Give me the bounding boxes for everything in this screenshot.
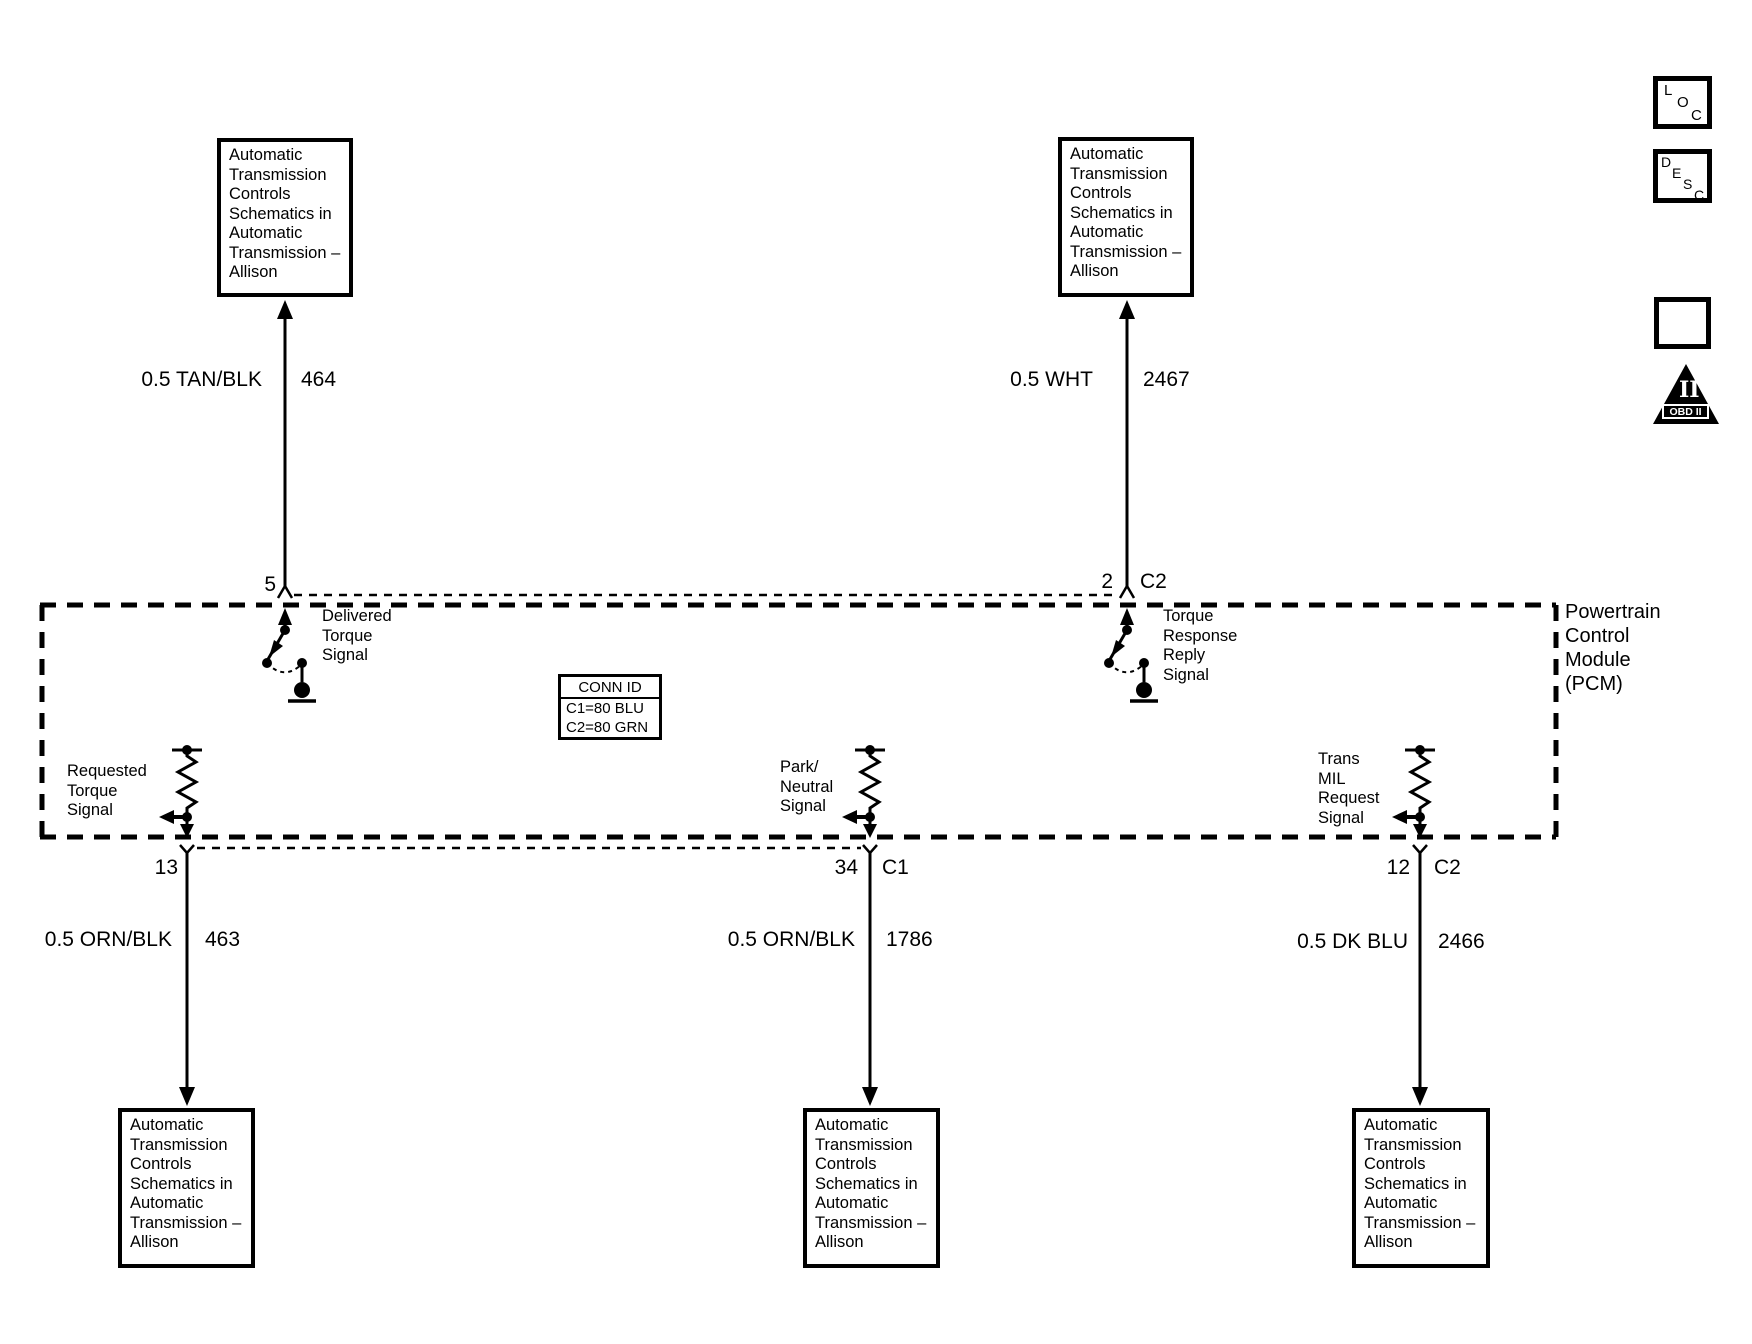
obd2-icon[interactable]: II OBD II <box>1653 364 1719 424</box>
signal-label-requested-torque: Requested Torque Signal <box>67 762 147 819</box>
desc-letter-c: C <box>1694 187 1705 203</box>
resistor-requested-torque <box>159 745 202 1106</box>
wire-label-circuit-bottom-right: 2466 <box>1438 930 1485 953</box>
obd2-numeral: II <box>1679 377 1700 403</box>
pcm-dashed-border <box>39 602 1559 840</box>
pin-label-5: 5 <box>264 573 276 596</box>
ref-box-top-left[interactable]: Automatic Transmission Controls Schemati… <box>217 138 353 297</box>
loc-letter-o: O <box>1677 94 1689 111</box>
wire-label-color-bottom-left: 0.5 ORN/BLK <box>44 928 172 951</box>
ref-box-bottom-right[interactable]: Automatic Transmission Controls Schemati… <box>1352 1108 1490 1268</box>
signal-label-delivered-torque: Delivered Torque Signal <box>322 607 392 664</box>
back-button[interactable] <box>1654 297 1711 349</box>
loc-letter-l: L <box>1664 82 1673 99</box>
ref-box-bottom-left[interactable]: Automatic Transmission Controls Schemati… <box>118 1108 255 1268</box>
loc-icon[interactable]: L O C <box>1653 76 1712 129</box>
desc-letter-s: S <box>1683 176 1693 192</box>
conn-id-box: CONN ID C1=80 BLU C2=80 GRN <box>558 674 662 740</box>
wire-label-circuit-bottom-middle: 1786 <box>886 928 933 951</box>
switch-delivered-torque <box>262 608 316 703</box>
connector-label-c1-bottom: C1 <box>882 856 909 879</box>
wire-label-color-top-left: 0.5 TAN/BLK <box>141 368 262 391</box>
pin-label-2: 2 <box>1101 570 1113 593</box>
signal-label-park-neutral: Park/ Neutral Signal <box>780 758 834 815</box>
conn-id-row-c2: C2=80 GRN <box>566 719 649 736</box>
desc-letter-d: D <box>1661 154 1672 170</box>
desc-letter-e: E <box>1672 165 1682 181</box>
pin-label-34: 34 <box>834 856 858 879</box>
ref-box-bottom-middle[interactable]: Automatic Transmission Controls Schemati… <box>803 1108 940 1268</box>
switch-torque-response-reply <box>1104 608 1158 703</box>
signal-label-torque-response-reply: Torque Response Reply Signal <box>1163 607 1238 684</box>
signal-label-trans-mil-request: Trans MIL Request Signal <box>1318 750 1380 827</box>
pcm-title: Powertrain Control Module (PCM) <box>1565 601 1661 695</box>
wire-top-left <box>276 300 294 599</box>
connector-label-c2-bottom: C2 <box>1434 856 1461 879</box>
resistor-trans-mil-request <box>1392 745 1435 1106</box>
desc-icon[interactable]: D E S C <box>1653 149 1712 203</box>
conn-id-title: CONN ID <box>561 677 659 699</box>
loc-letter-c: C <box>1691 107 1702 124</box>
wire-label-circuit-top-right: 2467 <box>1143 368 1190 391</box>
resistor-park-neutral <box>842 745 885 1106</box>
pin-label-12: 12 <box>1386 856 1410 879</box>
pin-label-13: 13 <box>154 856 178 879</box>
ref-box-top-right[interactable]: Automatic Transmission Controls Schemati… <box>1058 137 1194 297</box>
conn-id-row-c1: C1=80 BLU <box>566 700 644 717</box>
wire-label-color-top-right: 0.5 WHT <box>1010 368 1093 391</box>
wire-label-color-bottom-middle: 0.5 ORN/BLK <box>727 928 855 951</box>
wire-label-circuit-top-left: 464 <box>301 368 337 391</box>
obd2-label: OBD II <box>1662 404 1709 419</box>
wire-top-right <box>1118 300 1136 599</box>
connector-label-c2-top: C2 <box>1140 570 1167 593</box>
wire-label-color-bottom-right: 0.5 DK BLU <box>1297 930 1408 953</box>
wire-label-circuit-bottom-left: 463 <box>205 928 241 951</box>
